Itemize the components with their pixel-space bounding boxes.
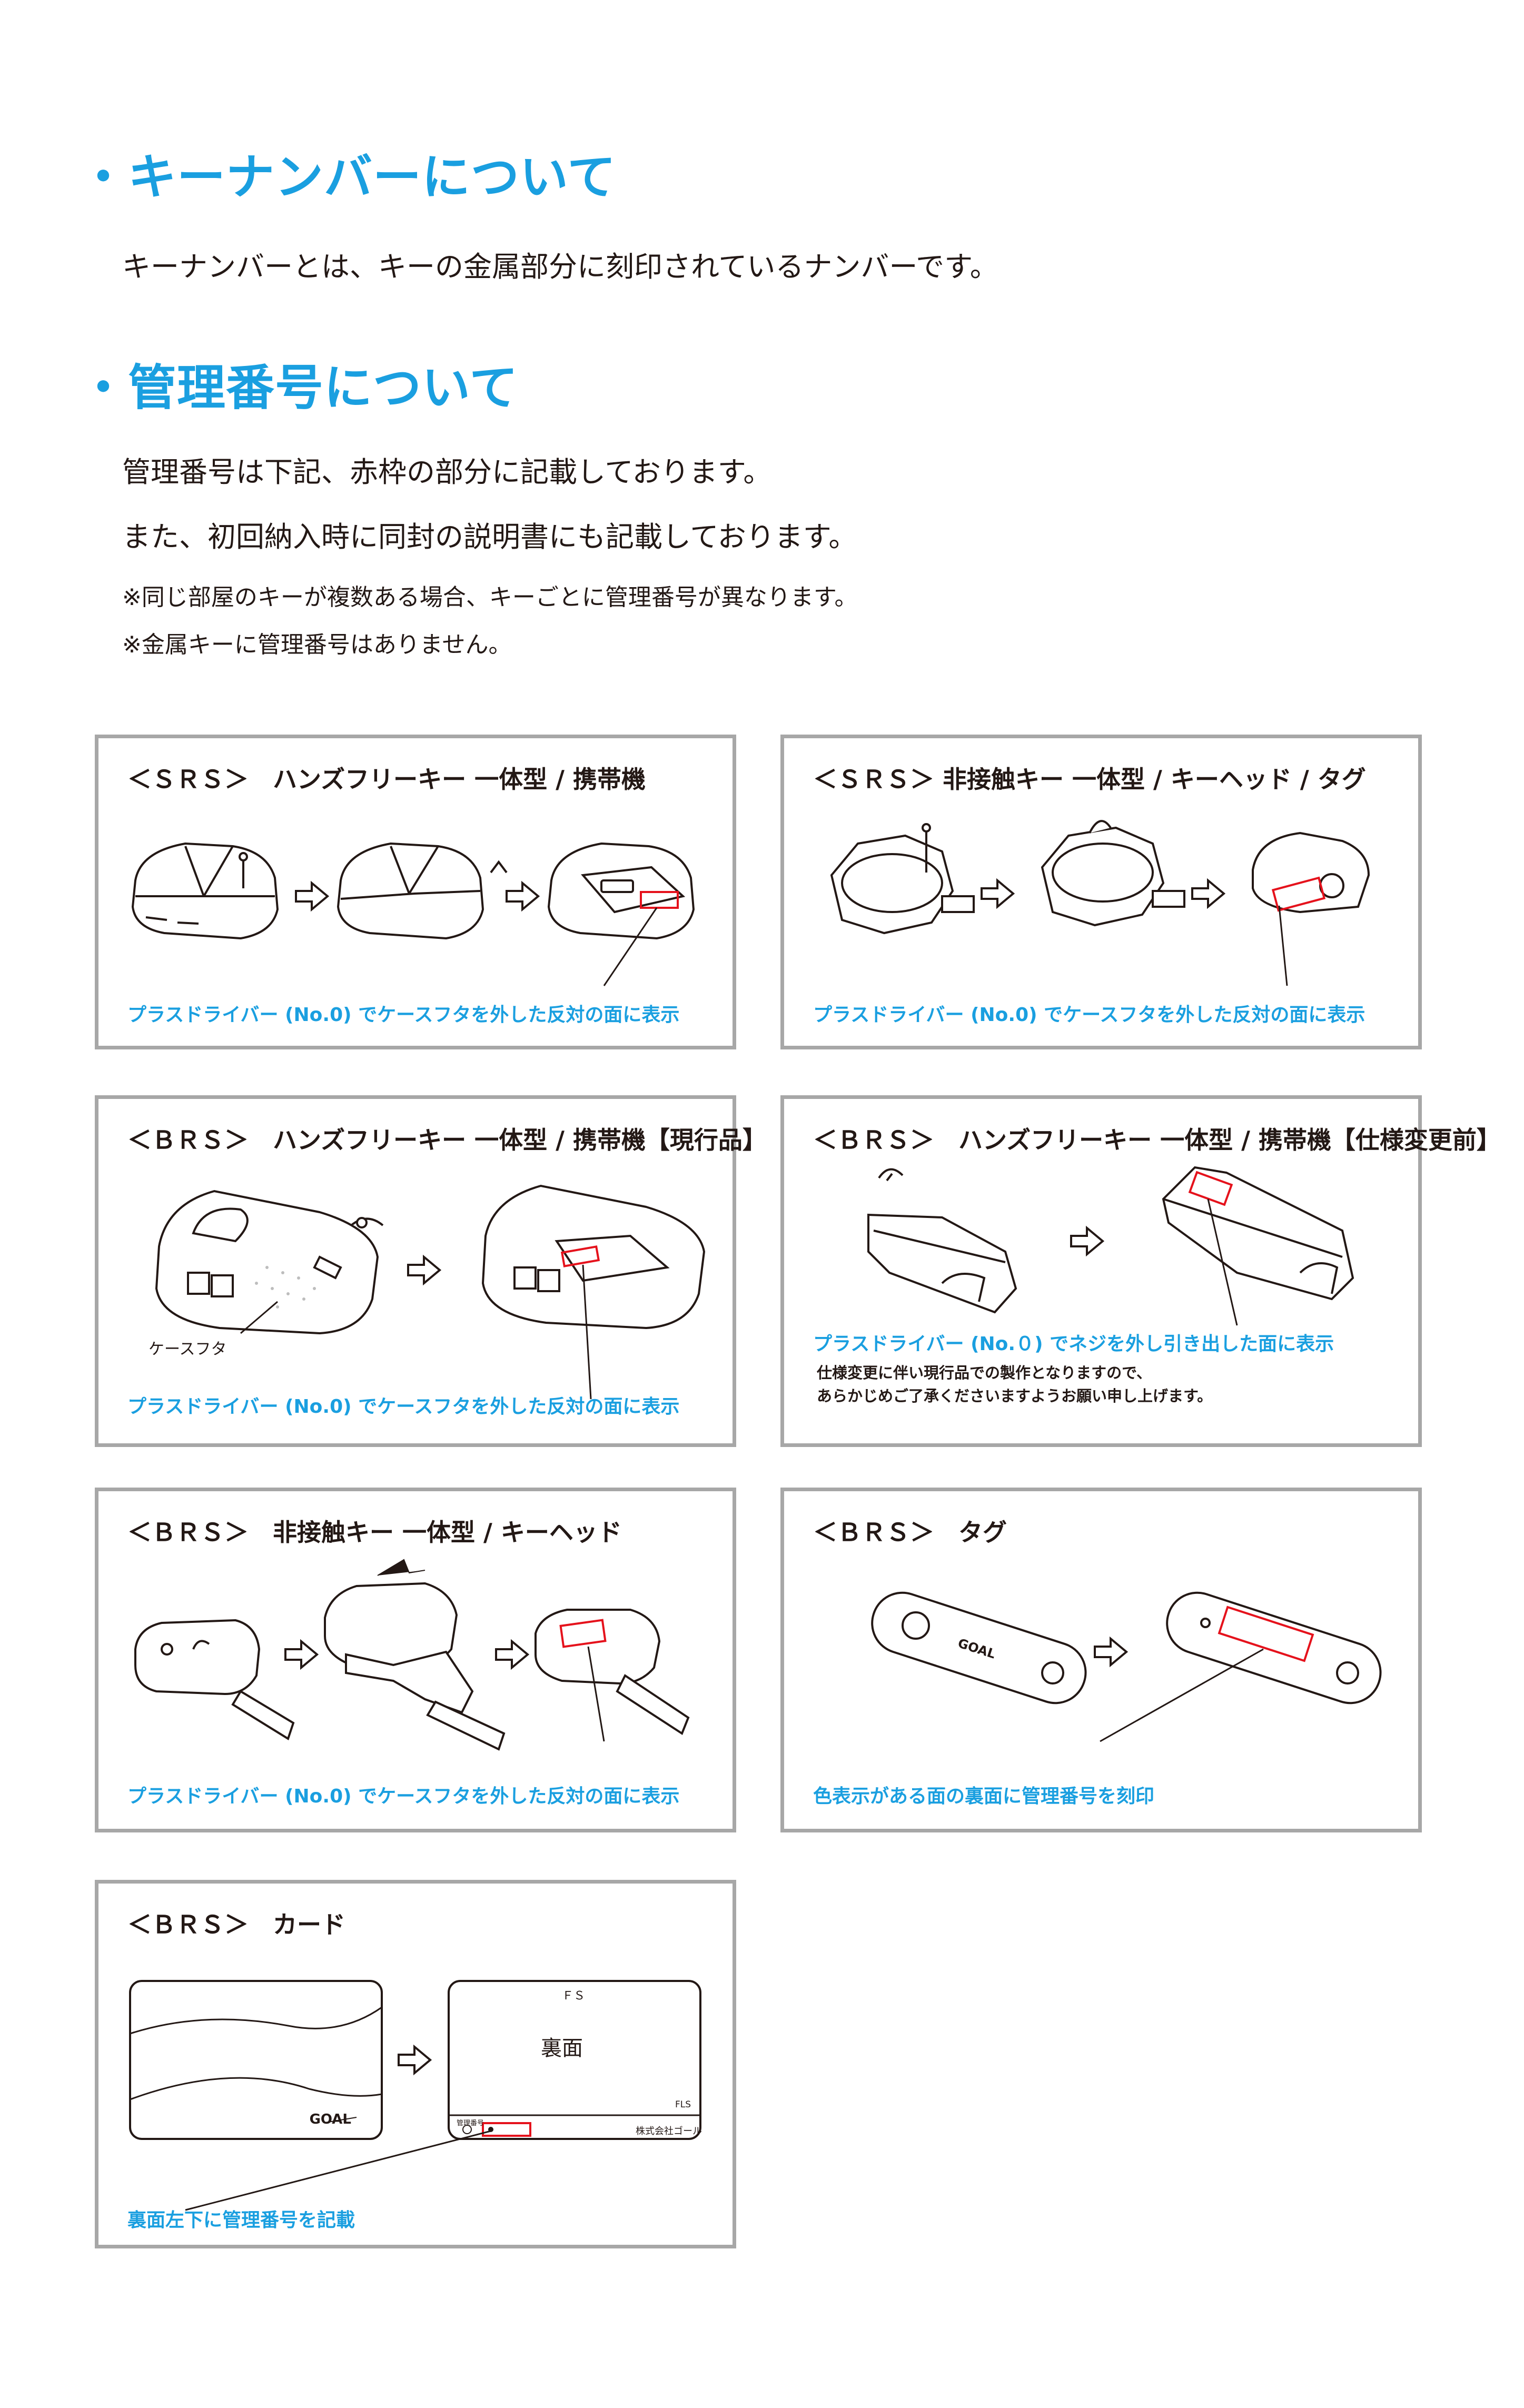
panel-brs-tag: ＜ＢＲＳ＞ タグ GOAL 色表示がある面の裏面に管理番号を刻印 <box>780 1488 1422 1832</box>
key-number-heading: ・キーナンバーについて <box>79 138 616 208</box>
panel-sub-note-1: 仕様変更に伴い現行品での製作となりますので、 <box>817 1361 1152 1384</box>
key-number-description: キーナンバーとは、キーの金属部分に刻印されているナンバーです。 <box>122 243 998 285</box>
panel-caption: プラスドライバー (No.0) でケースフタを外した反対の面に表示 <box>813 999 1365 1027</box>
case-cover-label: ケースフタ <box>149 1336 227 1359</box>
panel-srs-handsfree: ＜ＳＲＳ＞ ハンズフリーキー 一体型 / 携帯機 プラスドライ <box>95 735 736 1049</box>
mgmt-number-line-2: また、初回納入時に同封の説明書にも記載しております。 <box>122 513 857 555</box>
panel-brs-handsfree-current: ＜ＢＲＳ＞ ハンズフリーキー 一体型 / 携帯機【現行品】 ケースフタ プラスド <box>95 1095 736 1447</box>
card-back-label: 裏面 <box>541 2031 583 2062</box>
panel-brs-handsfree-old: ＜ＢＲＳ＞ ハンズフリーキー 一体型 / 携帯機【仕様変更前】 プラスドライバー… <box>780 1095 1422 1447</box>
panel-caption: 色表示がある面の裏面に管理番号を刻印 <box>813 1781 1154 1808</box>
panel-sub-note-2: あらかじめご了承くださいますようお願い申し上げます。 <box>817 1384 1212 1408</box>
card-fs: ＦＳ <box>562 1986 585 2003</box>
panel-caption: 裏面左下に管理番号を記載 <box>127 2205 355 2232</box>
panel-srs-contactless: ＜ＳＲＳ＞ 非接触キー 一体型 / キーヘッド / タグ プラスドライバー (N… <box>780 735 1422 1049</box>
card-company: 株式会社ゴール <box>636 2124 702 2137</box>
card-fls: FLS <box>675 2099 691 2110</box>
panel-caption: プラスドライバー (No.0) でケースフタを外した反対の面に表示 <box>127 1391 679 1419</box>
mgmt-number-heading: ・管理番号について <box>79 349 518 419</box>
mgmt-number-line-1: 管理番号は下記、赤枠の部分に記載しております。 <box>122 449 771 490</box>
panel-caption: プラスドライバー (No.０) でネジを外し引き出した面に表示 <box>813 1329 1334 1356</box>
panel-caption: プラスドライバー (No.0) でケースフタを外した反対の面に表示 <box>127 1781 679 1808</box>
panel-brs-contactless: ＜ＢＲＳ＞ 非接触キー 一体型 / キーヘッド プラスドライバー (No.0) … <box>95 1488 736 1832</box>
note-1: ※同じ部屋のキーが複数ある場合、キーごとに管理番号が異なります。 <box>122 578 857 612</box>
panel-caption: プラスドライバー (No.0) でケースフタを外した反対の面に表示 <box>127 999 679 1027</box>
card-mgmt-label: 管理番号 <box>457 2117 484 2127</box>
note-2: ※金属キーに管理番号はありません。 <box>122 626 512 659</box>
brs-card-illustration: GOAL <box>98 1884 740 2252</box>
panel-brs-card: ＜ＢＲＳ＞ カード GOAL ＦＳ 裏面 FLS 管理番号 株式会社ゴール 裏面… <box>95 1880 736 2248</box>
